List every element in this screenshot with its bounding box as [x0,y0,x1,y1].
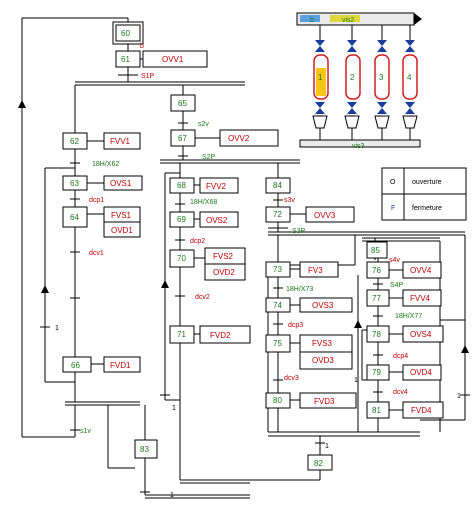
step-82: 82 [314,459,323,468]
action-61: OVV1 [162,55,184,64]
action-62: FVV1 [110,137,131,146]
action-75-ovd3: OVD3 [312,356,334,365]
action-70-fvs2: FVS2 [213,252,234,261]
legend-o-text: ouverture [412,179,442,186]
action-67: OVV2 [228,134,250,143]
step-60: 60 [121,29,130,38]
tank-4: 4 [407,73,412,82]
action-77: FVV4 [410,294,431,303]
step-70: 70 [177,254,186,263]
action-75-fvs3: FVS3 [312,339,333,348]
action-69: OVS2 [206,216,228,225]
cond-18h-x73: 18H/X73 [286,286,313,293]
step-67: 67 [178,134,187,143]
cond-s3p: S3P [292,228,306,235]
tank-1: 1 [318,73,323,82]
action-72: OVV3 [314,211,336,220]
step-63: 63 [70,179,79,188]
cond-1-branch1: 1 [55,325,59,332]
step-85: 85 [371,246,380,255]
product-color [330,15,360,22]
cond-18h-x77: 18H/X77 [395,313,422,320]
action-68: FVV2 [206,182,227,191]
step-78: 78 [372,330,381,339]
step-68: 68 [177,181,186,190]
action-81: FVD4 [411,406,432,415]
cond-dcp2: dcp2 [190,238,205,245]
action-79: OVD4 [410,368,432,377]
cond-dcp1: dcp1 [89,197,104,204]
cond-s3v: s3v [284,197,295,204]
legend-f-key: F [391,205,395,212]
cond-s4p: S4P [390,282,404,289]
step-75: 75 [273,339,282,348]
cond-1-to-82: 1 [325,443,329,450]
action-66: FVD1 [110,361,131,370]
cond-dcv4: dcv4 [393,389,408,396]
tank-3: 3 [379,73,384,82]
cond-dcv1: dcv1 [89,250,104,257]
step-69: 69 [177,215,186,224]
step-65: 65 [178,99,187,108]
schematic-vis3: vis3 [352,143,365,150]
conveyor-color [300,15,320,22]
cond-1-branch4: 1 [354,377,358,384]
action-80: FVD3 [314,397,335,406]
cond-b: b [140,43,144,50]
cond-dcp4: dcp4 [393,353,408,360]
step-80: 80 [273,396,282,405]
action-73: FV3 [308,266,323,275]
cond-dcv2: dcv2 [195,294,210,301]
step-77: 77 [372,294,381,303]
step-64: 64 [70,213,79,222]
action-70-ovd2: OVD2 [213,268,235,277]
cond-s4v: s4v [389,257,400,264]
step-76: 76 [372,266,381,275]
cond-1-branch2: 1 [172,405,176,412]
step-66: 66 [71,361,80,370]
action-76: OVV4 [410,266,432,275]
action-64-fvs1: FVS1 [111,211,132,220]
action-78: OVS4 [410,330,432,339]
step-84: 84 [273,181,282,190]
cond-1-right-loop: 1 [457,393,461,400]
cond-s1p: S1P [141,73,155,80]
legend-f-text: fermeture [412,205,442,212]
cond-s1v: s1v [80,428,91,435]
cond-18h-x68: 18H/X68 [190,199,217,206]
cond-s2p: S2P [202,154,216,161]
tank-2: 2 [350,73,355,82]
step-62: 62 [70,137,79,146]
cond-dcv3: dcv3 [284,375,299,382]
step-72: 72 [273,210,282,219]
step-73: 73 [273,265,282,274]
cond-1-bottom: 1 [170,492,174,499]
step-81: 81 [372,406,381,415]
action-74: OVS3 [312,301,334,310]
step-83: 83 [140,445,149,454]
tank-schematic: b vis2 1 2 3 4 [296,12,422,150]
action-71: FVD2 [210,331,231,340]
step-71: 71 [177,330,186,339]
cond-18h-x62: 18H/X62 [92,161,119,168]
step-79: 79 [372,368,381,377]
schematic-vis2: vis2 [342,17,355,24]
schematic-b: b [310,17,314,24]
cond-s2v: s2v [198,121,209,128]
legend-o-key: O [390,179,396,186]
legend: O ouverture F fermeture [381,167,467,221]
step-74: 74 [273,301,282,310]
action-64-ovd1: OVD1 [111,226,133,235]
action-63: OVS1 [110,179,132,188]
step-61: 61 [121,55,130,64]
cond-dcp3: dcp3 [288,322,303,329]
